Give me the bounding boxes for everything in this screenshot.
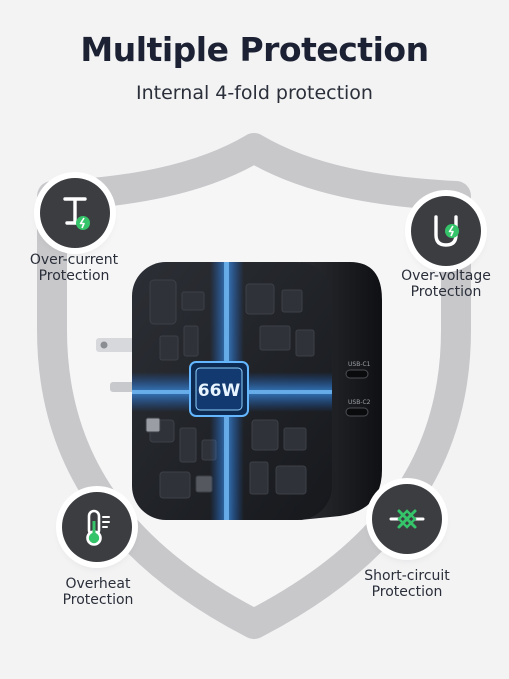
page-subtitle: Internal 4-fold protection <box>136 82 373 104</box>
thermometer-icon <box>86 509 110 546</box>
overheat-label: Overheat Protection <box>62 576 134 608</box>
short-circuit-label: Short-circuit Protection <box>364 568 450 600</box>
chip-label: 66W <box>198 381 241 401</box>
port2-label: USB-C2 <box>348 399 371 406</box>
over-voltage-icon <box>434 215 459 247</box>
over-current-icon <box>63 197 90 230</box>
over-current-badge <box>40 178 110 248</box>
page-title: Multiple Protection <box>80 30 429 69</box>
usb-ports: USB-C1 USB-C2 <box>345 361 371 417</box>
over-voltage-label: Over-voltage Protection <box>401 268 491 300</box>
pcb-components <box>145 279 315 499</box>
over-current-label: Over-current Protection <box>29 252 119 284</box>
short-circuit-badge <box>372 484 442 554</box>
short-circuit-icon <box>389 509 425 529</box>
chip: 66W <box>189 361 249 417</box>
overheat-badge <box>62 492 132 562</box>
port1-label: USB-C1 <box>348 361 371 368</box>
over-voltage-badge <box>411 196 481 266</box>
